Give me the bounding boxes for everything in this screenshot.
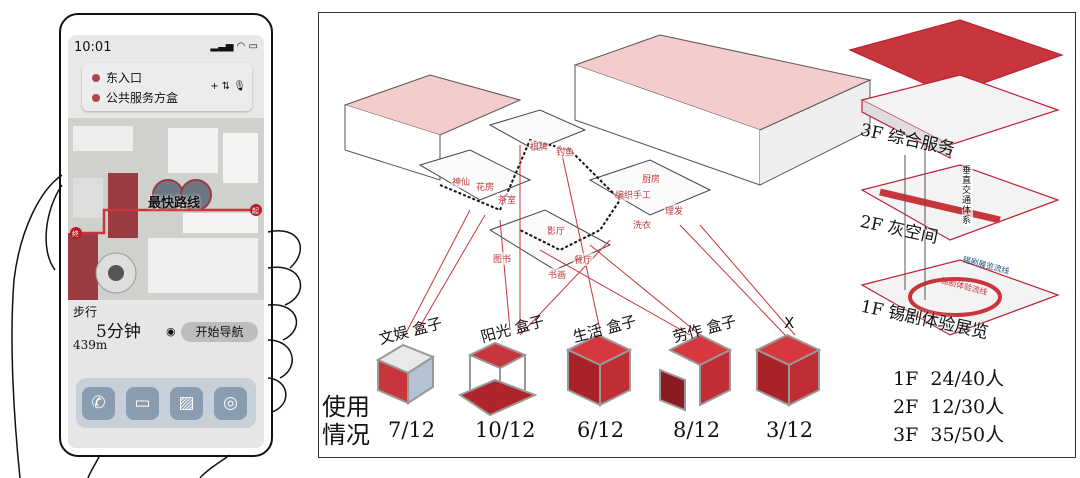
stat-2f: 2F 12/30人: [893, 392, 1004, 419]
stat-floor: 2F: [893, 396, 919, 418]
usage-x: 3/12: [766, 418, 814, 442]
status-icons: ▂▃▅ ◠ ▭: [210, 41, 258, 52]
audio-icon[interactable]: ◉: [166, 325, 176, 338]
stat-value: 35/50人: [930, 424, 1005, 446]
app-dock: ✆ ▭ ▨ ◎: [76, 378, 256, 428]
room-label: 编织手工: [614, 188, 653, 201]
vertical-circulation-label: 垂直交通体系: [962, 166, 973, 226]
stat-value: 12/30人: [930, 396, 1005, 418]
campus-map[interactable]: [68, 118, 264, 300]
stat-value: 24/40人: [930, 368, 1005, 390]
route-label: 最快路线: [148, 196, 201, 211]
status-time: 10:01: [74, 40, 112, 55]
stat-floor: 3F: [893, 424, 919, 446]
travel-mode: 步行: [73, 305, 98, 319]
image-icon[interactable]: ▨: [170, 387, 203, 420]
room-label: 茶室: [497, 193, 518, 206]
diagram-frame: [318, 12, 1076, 458]
destination-field[interactable]: 公共服务方盒: [92, 89, 178, 106]
usage-sunshine: 10/12: [475, 418, 536, 442]
stat-1f: 1F 24/40人: [893, 364, 1004, 391]
room-label: 花房: [475, 180, 496, 193]
travel-duration: 5分钟: [96, 322, 141, 342]
end-marker-icon: [70, 227, 82, 239]
destination-text: 公共服务方盒: [106, 91, 179, 105]
room-label: 书画: [547, 268, 568, 281]
search-actions[interactable]: + ⇅ 🎙: [210, 81, 246, 92]
end-marker-text: 终: [72, 230, 79, 238]
destination-dot-icon: [92, 94, 100, 102]
usage-labor: 8/12: [673, 418, 721, 442]
origin-field[interactable]: 东入口: [92, 69, 142, 86]
room-label: 理发: [664, 204, 685, 217]
phone-icon[interactable]: ✆: [82, 387, 115, 420]
phone-screen: 10:01 ▂▃▅ ◠ ▭ 东入口 公共服务方盒 + ⇅ 🎙 最快路线 起 终 …: [68, 35, 264, 448]
origin-text: 东入口: [106, 71, 143, 85]
room-label: 影厅: [546, 224, 567, 237]
box-label-x: X: [784, 314, 795, 332]
usage-entertainment: 7/12: [388, 418, 436, 442]
start-navigation-button[interactable]: 开始导航: [181, 322, 258, 342]
stat-3f: 3F 35/50人: [893, 420, 1004, 447]
stat-floor: 1F: [893, 368, 919, 390]
room-label: 钓鱼: [555, 145, 576, 158]
room-label: 神仙: [451, 175, 472, 188]
origin-dot-icon: [92, 74, 100, 82]
start-marker-text: 起: [252, 207, 259, 215]
usage-living: 6/12: [577, 418, 625, 442]
travel-distance: 439m: [73, 338, 108, 352]
room-label: 洗衣: [632, 218, 653, 231]
room-label: 图书: [492, 252, 513, 265]
usage-title-1: 使用: [322, 393, 370, 421]
room-label: 厨房: [641, 172, 662, 185]
route-search-card[interactable]: 东入口 公共服务方盒 + ⇅ 🎙: [82, 63, 252, 111]
room-label: 餐厅: [573, 253, 594, 266]
camera-icon[interactable]: ◎: [214, 387, 247, 420]
start-marker-icon: [250, 204, 262, 216]
chat-icon[interactable]: ▭: [126, 387, 159, 420]
room-label: 棋牌: [529, 140, 550, 153]
usage-title-2: 情况: [322, 421, 370, 449]
